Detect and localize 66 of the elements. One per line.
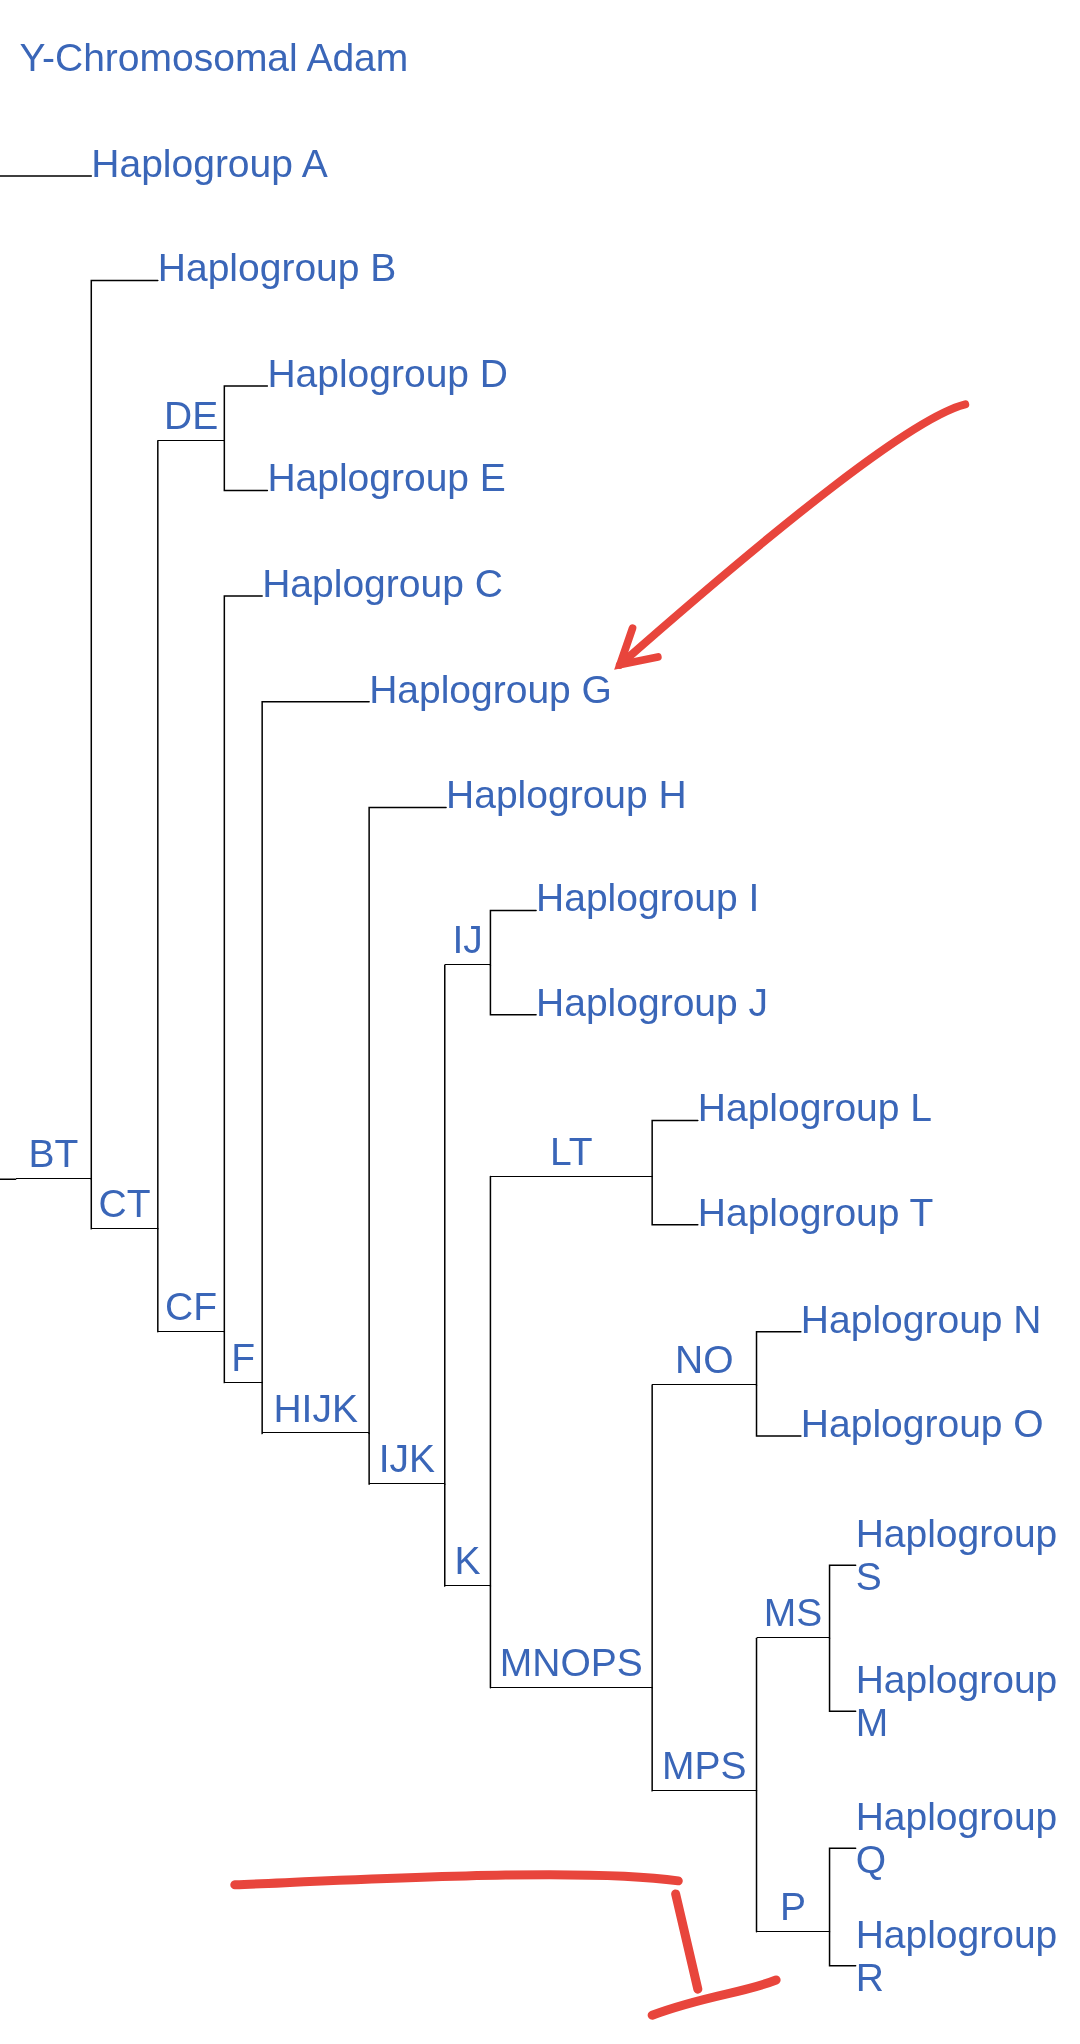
leaf-label: Haplogroup H: [446, 774, 687, 818]
tree-branch-line: [157, 440, 159, 1230]
clade-label: CF: [157, 1283, 225, 1332]
tree-branch-line: [157, 1227, 159, 1333]
tree-branch-line: [223, 595, 263, 1333]
tree-branch-line: [828, 1564, 857, 1639]
leaf-label: Haplogroup E: [267, 457, 506, 501]
tree-branch-line: [368, 806, 447, 1435]
hand-drawn-arrow: [615, 400, 970, 669]
leaf-label: Haplogroup A: [91, 143, 328, 186]
clade-label: DE: [157, 392, 225, 441]
tree-branch-line: [0, 1178, 17, 1180]
tree-branch-line: [651, 1119, 699, 1178]
leaf-label: Haplogroup S: [855, 1513, 1076, 1599]
leaf-label: Haplogroup T: [697, 1191, 934, 1235]
tree-branch-line: [489, 964, 537, 1016]
clade-label: BT: [15, 1131, 92, 1180]
tree-branch-line: [261, 1381, 263, 1435]
leaf-label: Haplogroup B: [157, 247, 397, 291]
leaf-label: Haplogroup C: [262, 563, 503, 606]
tree-branch-line: [755, 1790, 758, 1933]
leaf-label: Haplogroup R: [855, 1913, 1076, 2000]
tree-branch-line: [444, 1483, 446, 1587]
leaf-label: Haplogroup M: [855, 1659, 1076, 1746]
tree-branch-line: [755, 1384, 802, 1437]
tree-branch-line: [489, 1175, 492, 1587]
clade-label: P: [756, 1883, 830, 1932]
clade-label: HIJK: [262, 1385, 370, 1434]
leaf-label: Haplogroup L: [697, 1087, 932, 1131]
tree-branch-line: [90, 279, 159, 1180]
clade-label: MPS: [652, 1742, 757, 1791]
clade-label: MS: [756, 1590, 830, 1639]
tree-branch-line: [0, 175, 93, 177]
leaf-label: Haplogroup I: [536, 877, 760, 921]
clade-label: LT: [490, 1128, 653, 1177]
tree-branch-line: [444, 964, 446, 1486]
tree-branch-line: [489, 1585, 492, 1689]
tree-branch-line: [223, 385, 269, 442]
clade-label: IJ: [444, 917, 491, 966]
clade-label: CT: [91, 1180, 158, 1229]
tree-branch-line: [223, 1331, 226, 1384]
tree-branch-line: [828, 1847, 857, 1933]
tree-branch-line: [755, 1331, 802, 1386]
leaf-label: Haplogroup Q: [855, 1796, 1076, 1883]
tree-branch-line: [223, 440, 269, 492]
leaf-label: Haplogroup D: [267, 353, 509, 396]
clade-label: NO: [652, 1337, 757, 1386]
tree-branch-line: [90, 1178, 93, 1230]
tree-branch-line: [828, 1637, 857, 1713]
leaf-label: Haplogroup G: [369, 668, 612, 712]
tree-branch-line: [261, 701, 370, 1384]
tree-branch-line: [828, 1931, 857, 1967]
tree-branch-line: [368, 1432, 370, 1486]
leaf-label: Haplogroup J: [536, 981, 769, 1025]
leaf-label: Haplogroup O: [800, 1403, 1044, 1446]
root-label: Y-Chromosomal Adam: [19, 36, 409, 80]
tree-branch-line: [651, 1687, 653, 1792]
clade-label: MNOPS: [490, 1639, 653, 1688]
tree-branch-line: [651, 1384, 653, 1689]
tree-branch-line: [489, 909, 537, 966]
tree-branch-line: [651, 1175, 699, 1226]
clade-label: F: [224, 1334, 263, 1383]
clade-label: IJK: [369, 1436, 445, 1485]
leaf-label: Haplogroup N: [800, 1298, 1042, 1342]
tree-branch-line: [755, 1637, 758, 1792]
clade-label: K: [444, 1538, 491, 1587]
